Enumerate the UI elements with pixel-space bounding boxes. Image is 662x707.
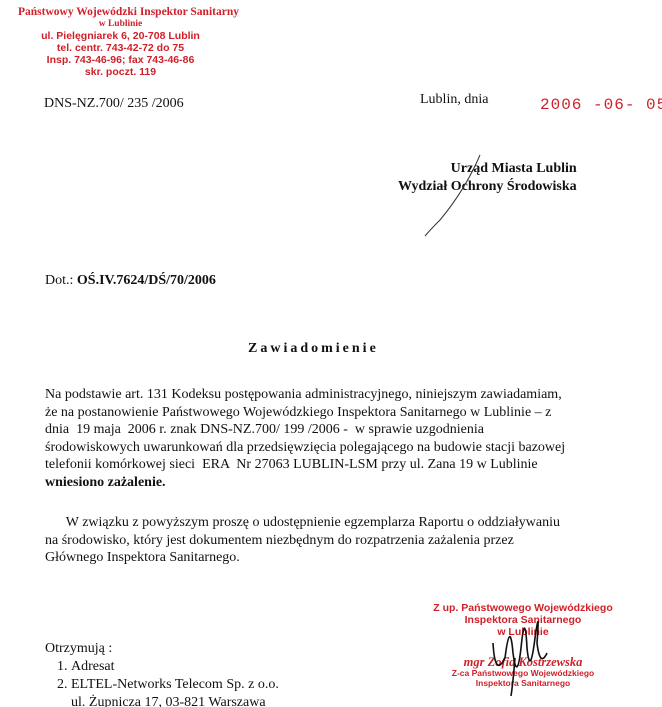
text-line: telefonii komórkowej sieci ERA Nr 27063 … (45, 457, 538, 472)
recipient-item: ELTEL-Networks Telecom Sp. z o.o. (71, 676, 279, 694)
stamp-line: ul. Pielęgniarek 6, 20-708 Lublin (41, 30, 200, 42)
signatory-name: mgr Zofia Kostrzewska (463, 655, 583, 669)
recipient-item: Adresat (71, 658, 279, 676)
reference-number: DNS-NZ.700/ 235 /2006 (44, 96, 184, 111)
paragraph-2: W związku z powyższym proszę o udostępni… (45, 514, 560, 567)
text-line: dnia 19 maja 2006 r. znak DNS-NZ.700/ 19… (45, 422, 484, 437)
case-reference: Dot.: OŚ.IV.7624/DŚ/70/2006 (45, 273, 216, 289)
recipients-label: Otrzymują : (45, 641, 113, 656)
place-label: Lublin, dnia (420, 92, 489, 107)
stamp-line: Państwowy Wojewódzki Inspektor Sanitarny (18, 6, 239, 18)
signatory-role: Z-ca Państwowego Wojewódzkiego (451, 668, 595, 678)
document-title: Zawiadomienie (248, 341, 379, 356)
paragraph-1: Na podstawie art. 131 Kodeksu postępowan… (45, 386, 565, 491)
stamp-line: Inspektora Sanitarnego (464, 614, 582, 626)
text-line: Na podstawie art. 131 Kodeksu postępowan… (45, 387, 562, 402)
addressee: Urząd Miasta Lublin Wydział Ochrony Środ… (398, 160, 577, 196)
text-line: na środowisko, który jest dokumentem nie… (45, 532, 514, 548)
stamp-line: Insp. 743-46-96; fax 743-46-86 (46, 54, 195, 66)
text-line: Głównego Inspektora Sanitarnego. (45, 550, 240, 565)
case-label: Dot.: (45, 273, 77, 288)
recipient-address: ul. Żupnicza 17, 03-821 Warszawa (71, 695, 266, 707)
text-line: środowiskowych uwarunkowań dla przedsięw… (45, 439, 566, 455)
signatory-role: Inspektora Sanitarnego (475, 678, 571, 688)
addressee-line: Urząd Miasta Lublin (450, 161, 577, 176)
header-stamp: Państwowy Wojewódzki Inspektor Sanitarny… (18, 6, 239, 78)
signature-stamp: Z up. Państwowego Wojewódzkiego Inspekto… (408, 602, 638, 688)
handwritten-signature-icon (492, 620, 548, 697)
recipients: Otrzymują : Adresat ELTEL-Networks Telec… (45, 640, 279, 707)
stamp-line: Z up. Państwowego Wojewódzkiego (433, 602, 613, 614)
stamp-line: w Lublinie (98, 19, 143, 29)
date-stamp: 2006 -06- 05 (540, 96, 662, 114)
addressee-line: Wydział Ochrony Środowiska (398, 179, 577, 194)
stamp-line: skr. poczt. 119 (84, 66, 157, 78)
text-line: że na postanowienie Państwowego Wojewódz… (45, 404, 552, 420)
text-line: W związku z powyższym proszę o udostępni… (45, 515, 560, 530)
pen-stroke-icon (424, 154, 481, 237)
text-line-bold: wniesiono zażalenie. (45, 474, 166, 490)
stamp-line: tel. centr. 743-42-72 do 75 (56, 42, 185, 54)
case-number: OŚ.IV.7624/DŚ/70/2006 (76, 273, 216, 288)
